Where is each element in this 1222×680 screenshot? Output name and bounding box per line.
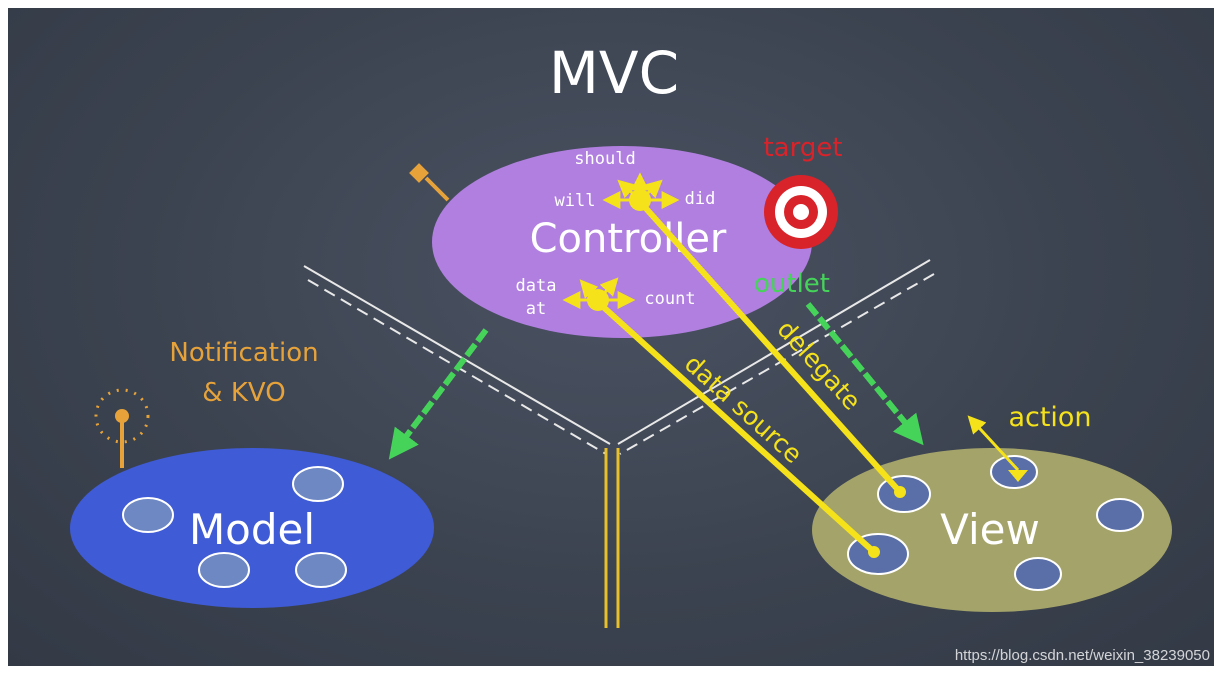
- controller-label: Controller: [530, 216, 727, 262]
- kvo-label: & KVO: [202, 378, 285, 408]
- data-label: data: [516, 276, 557, 296]
- yellow-divider: [604, 448, 620, 628]
- controller-connector-icon: [409, 163, 450, 202]
- count-label: count: [644, 289, 695, 309]
- will-label: will: [555, 191, 596, 211]
- view-object: [1096, 498, 1144, 532]
- mvc-diagram: MVC Model Notification & KVO View: [70, 39, 1172, 628]
- antenna-icon: [94, 388, 150, 468]
- controller-node[interactable]: Controller: [432, 146, 812, 338]
- model-object: [295, 552, 347, 588]
- model-object: [292, 466, 344, 502]
- view-node[interactable]: View: [812, 448, 1172, 612]
- chalkboard: MVC Model Notification & KVO View: [8, 8, 1214, 666]
- delegate-line: [639, 201, 903, 495]
- datasource-end-dot: [868, 546, 880, 558]
- action-arrow: [967, 415, 1028, 482]
- outlet-arrow: [805, 302, 924, 446]
- model-node[interactable]: Model: [70, 448, 434, 608]
- view-object: [1014, 557, 1062, 591]
- target-icon: [764, 175, 838, 249]
- view-label: View: [940, 505, 1040, 554]
- at-label: at: [526, 299, 546, 319]
- action-label: action: [1008, 402, 1091, 433]
- diagram-title: MVC: [549, 39, 679, 107]
- target-label: target: [763, 133, 842, 163]
- should-label: should: [574, 149, 635, 169]
- notification-label: Notification: [169, 338, 318, 368]
- datasource-line: [597, 301, 877, 555]
- watermark: https://blog.csdn.net/weixin_38239050: [954, 647, 1210, 664]
- model-label: Model: [189, 505, 315, 554]
- delegate-end-dot: [894, 486, 906, 498]
- model-object: [122, 497, 174, 533]
- did-label: did: [685, 189, 716, 209]
- model-object: [198, 552, 250, 588]
- outlet-label: outlet: [754, 269, 830, 299]
- controller-to-model-arrow: [388, 328, 489, 460]
